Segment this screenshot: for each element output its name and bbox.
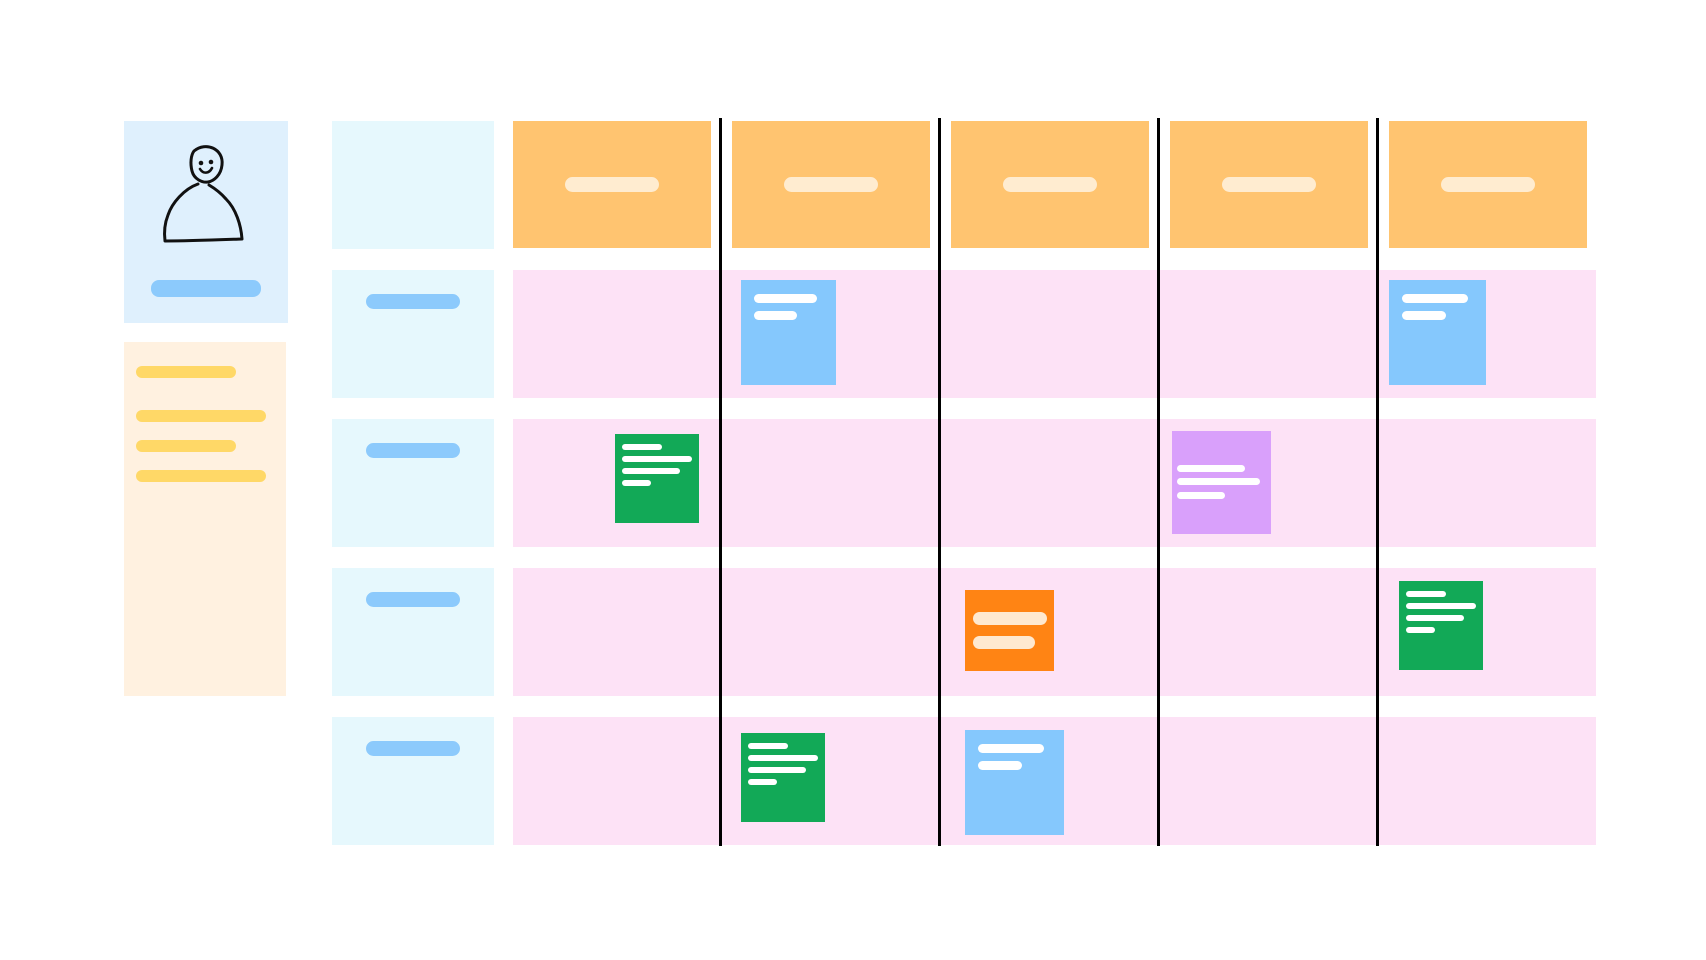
sticky-line — [1177, 465, 1245, 472]
sticky-line — [622, 444, 662, 450]
sticky-line — [622, 480, 651, 486]
sticky-line — [622, 456, 692, 462]
sticky-note-green[interactable] — [741, 733, 825, 822]
sticky-note-purple[interactable] — [1172, 431, 1271, 534]
notes-line — [136, 440, 236, 452]
persona-card — [124, 121, 288, 323]
sticky-line — [978, 744, 1044, 753]
persona-label-bar — [151, 280, 261, 297]
row-header — [332, 270, 494, 398]
sticky-line — [1406, 603, 1476, 609]
column-header-label-bar — [1003, 177, 1097, 192]
sticky-line — [748, 743, 788, 749]
sticky-note-green[interactable] — [615, 434, 699, 523]
sticky-line — [748, 755, 818, 761]
sticky-line — [1406, 591, 1446, 597]
sticky-note-orange[interactable] — [965, 590, 1054, 671]
sticky-line — [973, 612, 1047, 625]
person-icon — [162, 145, 244, 243]
column-header-label-bar — [784, 177, 878, 192]
column-header — [1170, 121, 1368, 248]
row-header-label-bar — [366, 443, 460, 458]
column-header-label-bar — [565, 177, 659, 192]
row-header-label-bar — [366, 294, 460, 309]
notes-panel — [124, 342, 286, 696]
sticky-line — [754, 311, 797, 320]
sticky-line — [748, 767, 806, 773]
sticky-note-blue[interactable] — [1389, 280, 1486, 385]
column-header-label-bar — [1441, 177, 1535, 192]
column-divider — [938, 118, 941, 846]
column-header — [1389, 121, 1587, 248]
row-header-label-bar — [366, 592, 460, 607]
sticky-note-green[interactable] — [1399, 581, 1483, 670]
sticky-line — [1402, 294, 1468, 303]
sticky-line — [748, 779, 777, 785]
column-divider — [1376, 118, 1379, 846]
sticky-line — [622, 468, 680, 474]
column-header — [513, 121, 711, 248]
notes-line — [136, 410, 266, 422]
notes-line — [136, 366, 236, 378]
sticky-line — [1406, 615, 1464, 621]
corner-cell — [332, 121, 494, 249]
column-divider — [1157, 118, 1160, 846]
column-header — [732, 121, 930, 248]
column-divider — [719, 118, 722, 846]
sticky-line — [978, 761, 1022, 770]
column-header — [951, 121, 1149, 248]
sticky-line — [1177, 478, 1260, 485]
sticky-note-blue[interactable] — [741, 280, 836, 385]
sticky-line — [1177, 492, 1225, 499]
sticky-line — [1406, 627, 1435, 633]
row-header — [332, 568, 494, 696]
row-header — [332, 717, 494, 845]
row-header-label-bar — [366, 741, 460, 756]
sticky-note-blue[interactable] — [965, 730, 1064, 835]
row-header — [332, 419, 494, 547]
sticky-line — [754, 294, 817, 303]
sticky-line — [973, 636, 1035, 649]
sticky-line — [1402, 311, 1446, 320]
notes-line — [136, 470, 266, 482]
column-header-label-bar — [1222, 177, 1316, 192]
